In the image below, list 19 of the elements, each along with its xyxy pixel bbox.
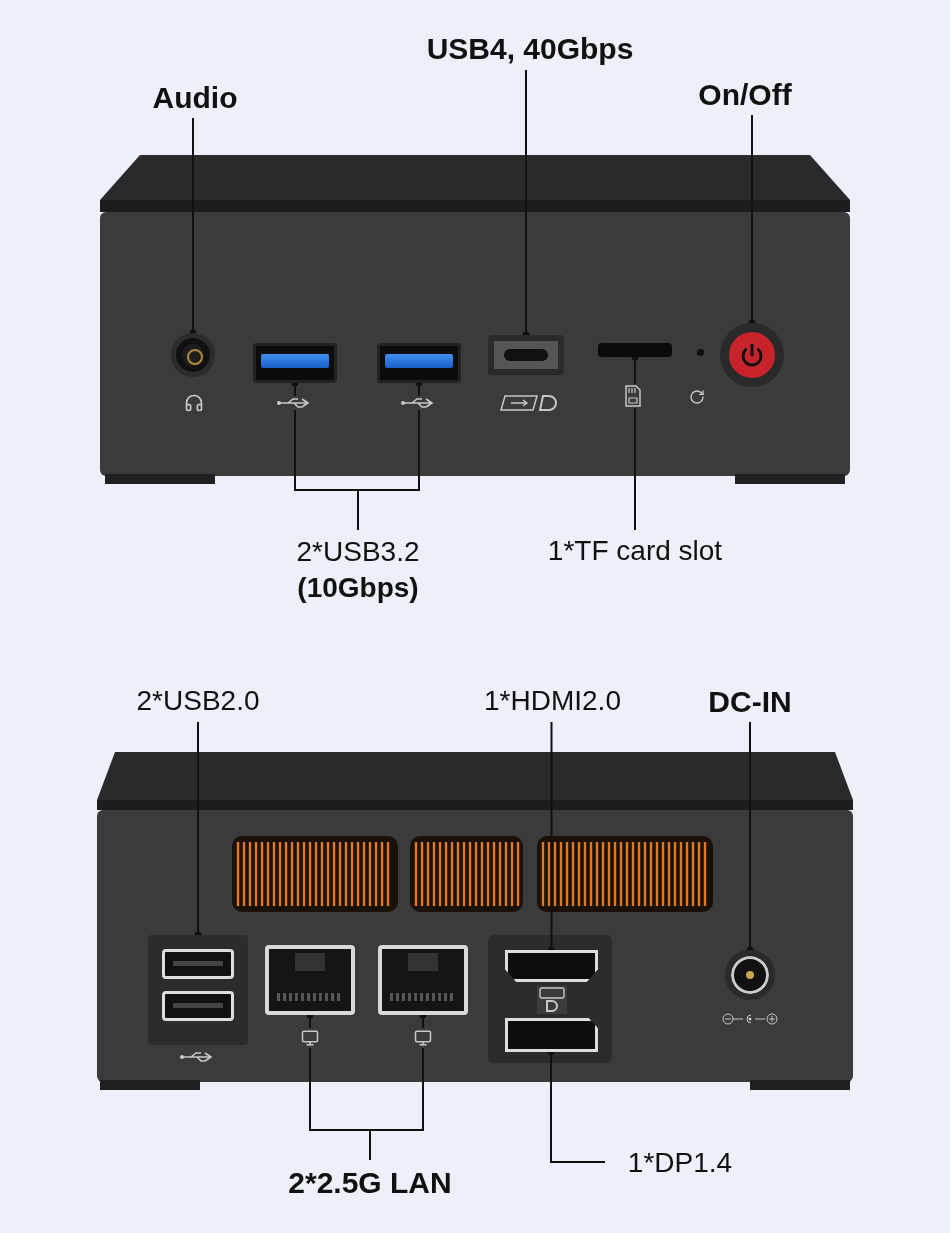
usb-a-port: [253, 343, 337, 383]
usb-c-port: [488, 335, 564, 375]
port-label: 2*USB2.0: [113, 680, 283, 722]
port-label: Audio: [130, 76, 260, 118]
port-label: DC-IN: [680, 680, 820, 722]
displayport-port: [505, 1018, 598, 1052]
port-label: USB4, 40Gbps: [405, 26, 655, 70]
ethernet-port: [378, 945, 468, 1015]
usb-port-panel: [148, 935, 248, 1045]
port-label: On/Off: [670, 73, 820, 115]
card-slot: [598, 343, 672, 357]
port-label: 1*HDMI2.0: [455, 680, 650, 722]
hdmi-port: [505, 950, 598, 982]
port-label: 2*2.5G LAN: [210, 1160, 530, 1204]
ethernet-port: [265, 945, 355, 1015]
usb-a-port: [377, 343, 461, 383]
port-label: 2*USB3.2 (10Gbps): [250, 530, 466, 610]
port-label: 1*DP1.4: [605, 1142, 755, 1184]
port-label: 1*TF card slot: [515, 530, 755, 572]
